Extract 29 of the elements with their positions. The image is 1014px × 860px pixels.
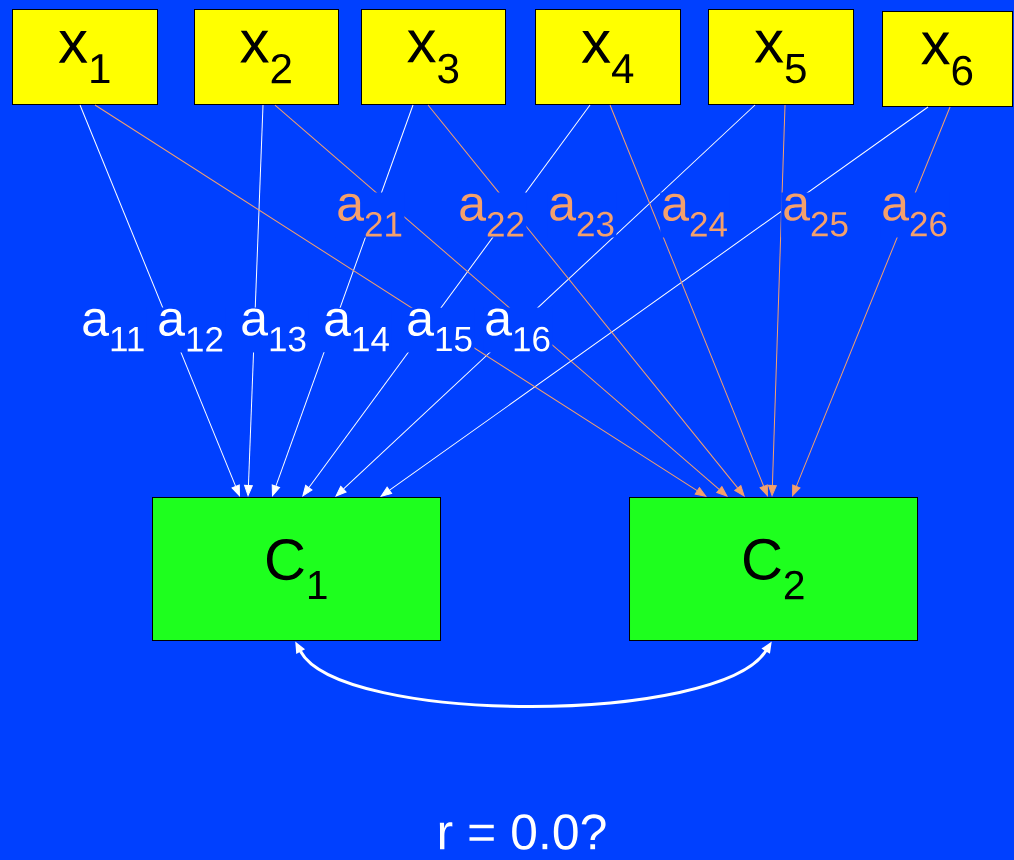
edge-label: a$_{11}$ <box>80 307 147 353</box>
edge-label: a$_{21}$ <box>335 192 405 238</box>
edge-label: a$_{15}$ <box>405 307 475 353</box>
variable-box: x$_{1}$ <box>12 9 158 105</box>
edge-label: a$_{23}$ <box>547 192 617 238</box>
edge-label: a$_{25}$ <box>781 192 851 238</box>
variable-box: x$_{6}$ <box>882 11 1013 107</box>
arrow <box>79 104 240 497</box>
edge-label: a$_{14}$ <box>322 307 392 353</box>
variable-box: x$_{4}$ <box>535 9 681 105</box>
arrow <box>94 104 707 497</box>
component-box: C$_{2}$ <box>629 497 918 641</box>
component-box: C$_{1}$ <box>152 497 441 641</box>
arrow <box>380 106 929 497</box>
variable-box: x$_{2}$ <box>194 9 339 105</box>
arrow <box>427 104 745 497</box>
arrow <box>335 104 756 497</box>
edge-label: a$_{24}$ <box>660 192 730 238</box>
variable-box: x$_{5}$ <box>708 9 854 105</box>
edge-label: a$_{13}$ <box>239 307 309 353</box>
edge-label: a$_{12}$ <box>156 307 226 353</box>
note-text: r = 0.0? <box>439 814 606 850</box>
arrow <box>609 104 768 497</box>
arrow <box>768 104 786 497</box>
arrow <box>792 106 951 497</box>
variable-box: x$_{3}$ <box>361 9 506 105</box>
edge-label: a$_{26}$ <box>880 192 950 238</box>
edge-label: a$_{22}$ <box>457 192 527 238</box>
edge-label: a$_{16}$ <box>483 307 553 353</box>
